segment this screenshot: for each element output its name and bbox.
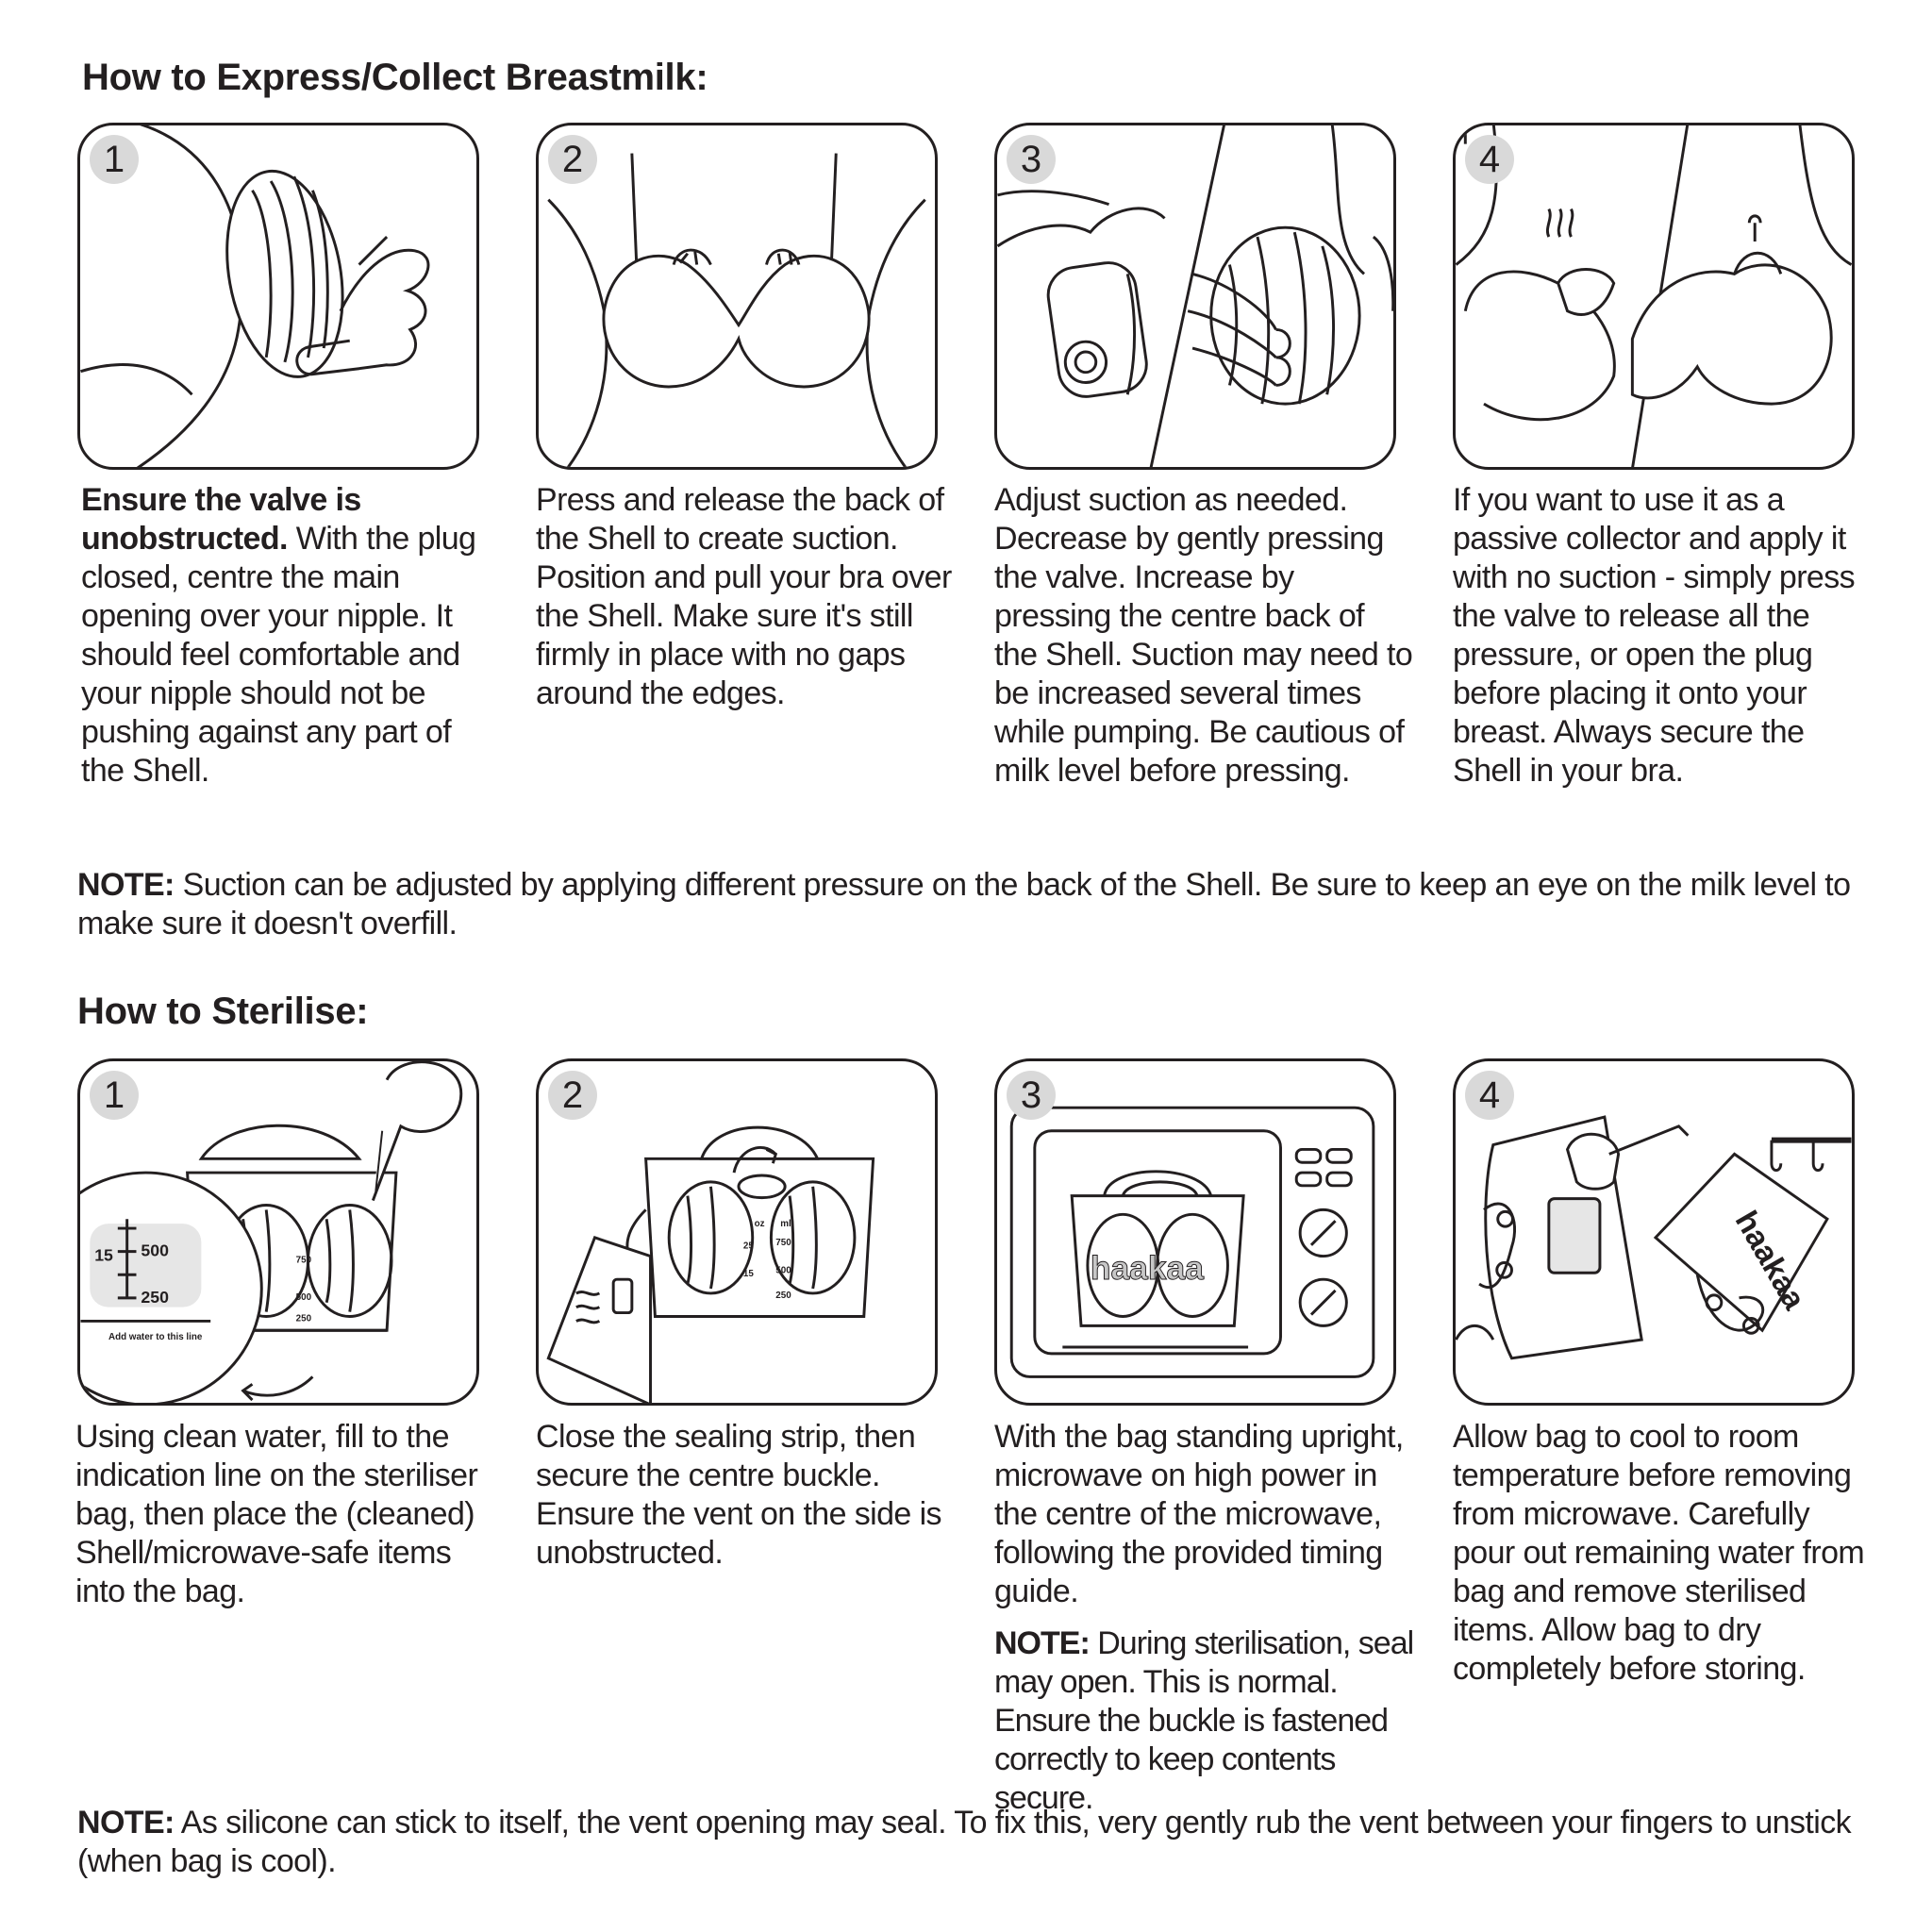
sterilise-step-1-text: Using clean water, fill to the indicatio… (75, 1418, 495, 1611)
express-step-1-text: Ensure the valve is unobstructed. With t… (81, 481, 501, 791)
step-3-note: NOTE: During sterilisation, seal may ope… (994, 1624, 1414, 1818)
step-number: 4 (1465, 135, 1514, 184)
scale-label: 500 (775, 1265, 791, 1275)
express-step-2-text: Press and release the back of the Shell … (536, 481, 956, 713)
step-number: 3 (1007, 135, 1056, 184)
close-bag-drawing: oz ml 750 500 250 25 15 (546, 1125, 875, 1403)
step-text: Press and release the back of the Shell … (536, 482, 952, 711)
scale-label: 25 (743, 1241, 754, 1252)
sterilise-step-4-illustration: 4 haakaa (1453, 1058, 1855, 1406)
scale-label: 500 (141, 1241, 169, 1260)
fill-line-label: Add water to this line (108, 1332, 203, 1342)
step-number: 2 (548, 135, 597, 184)
note-label: NOTE: (77, 1805, 175, 1840)
express-step-3-illustration: 3 (994, 123, 1396, 470)
brand-label: haakaa (1091, 1249, 1204, 1287)
sterilise-note: NOTE: As silicone can stick to itself, t… (77, 1804, 1870, 1881)
sterilise-step-2-text: Close the sealing strip, then secure the… (536, 1418, 956, 1573)
bra-shell-drawing (547, 153, 926, 467)
note-text: During sterilisation, seal may open. Thi… (994, 1625, 1414, 1816)
step-text: Adjust suction as needed. Decrease by ge… (994, 482, 1413, 789)
express-step-4-text: If you want to use it as a passive colle… (1453, 481, 1873, 791)
suction-adjust-drawing (997, 125, 1393, 467)
step-number: 2 (548, 1071, 597, 1120)
step-text: With the bag standing upright, microwave… (994, 1419, 1404, 1609)
express-step-2-illustration: 2 (536, 123, 938, 470)
note-text: Suction can be adjusted by applying diff… (77, 867, 1851, 941)
sterilise-step-1-illustration: 1 500 250 15 Add water to this line 750 … (77, 1058, 479, 1406)
step-bold: Ensure the valve is unobstructed. (81, 482, 361, 557)
scale-label: ml (780, 1219, 791, 1229)
sterilise-step-2-illustration: 2 oz ml 750 500 250 25 15 (536, 1058, 938, 1406)
step-number: 3 (1007, 1071, 1056, 1120)
scale-label: oz (755, 1219, 765, 1229)
express-step-4-illustration: 4 (1453, 123, 1855, 470)
express-step-3-text: Adjust suction as needed. Decrease by ge… (994, 481, 1414, 791)
sterilise-step-3-illustration: 3 haakaa (994, 1058, 1396, 1406)
note-label: NOTE: (994, 1625, 1091, 1661)
sterilise-step-4-text: Allow bag to cool to room temperature be… (1453, 1418, 1873, 1689)
sterilise-step-3-text: With the bag standing upright, microwave… (994, 1418, 1414, 1818)
scale-label: 500 (296, 1292, 312, 1303)
step-number: 4 (1465, 1071, 1514, 1120)
sterilise-heading: How to Sterilise: (77, 991, 369, 1032)
scale-label: 750 (296, 1255, 312, 1265)
express-heading: How to Express/Collect Breastmilk: (82, 57, 708, 98)
step-text: Close the sealing strip, then secure the… (536, 1419, 942, 1571)
scale-label: 15 (743, 1269, 754, 1279)
breast-shell-placement-drawing (80, 125, 430, 467)
microwave-drawing: haakaa (1009, 1106, 1375, 1378)
express-step-1-illustration: 1 (77, 123, 479, 470)
step-text: With the plug closed, centre the main op… (81, 521, 476, 789)
step-number: 1 (90, 135, 139, 184)
step-text: Allow bag to cool to room temperature be… (1453, 1419, 1865, 1687)
scale-label: 750 (775, 1238, 791, 1248)
scale-label: 250 (775, 1291, 791, 1301)
note-text: As silicone can stick to itself, the ven… (77, 1805, 1852, 1879)
fill-bag-drawing: 500 250 15 Add water to this line 750 50… (80, 1061, 463, 1403)
step-text: Using clean water, fill to the indicatio… (75, 1419, 478, 1609)
dry-bag-drawing: haakaa (1456, 1115, 1852, 1360)
scale-label: 250 (296, 1313, 312, 1324)
step-number: 1 (90, 1071, 139, 1120)
note-label: NOTE: (77, 867, 175, 903)
express-note: NOTE: Suction can be adjusted by applyin… (77, 866, 1870, 943)
passive-collector-drawing (1456, 125, 1852, 467)
step-text: If you want to use it as a passive colle… (1453, 482, 1856, 789)
scale-label: 15 (94, 1245, 113, 1264)
scale-label: 250 (141, 1288, 169, 1307)
